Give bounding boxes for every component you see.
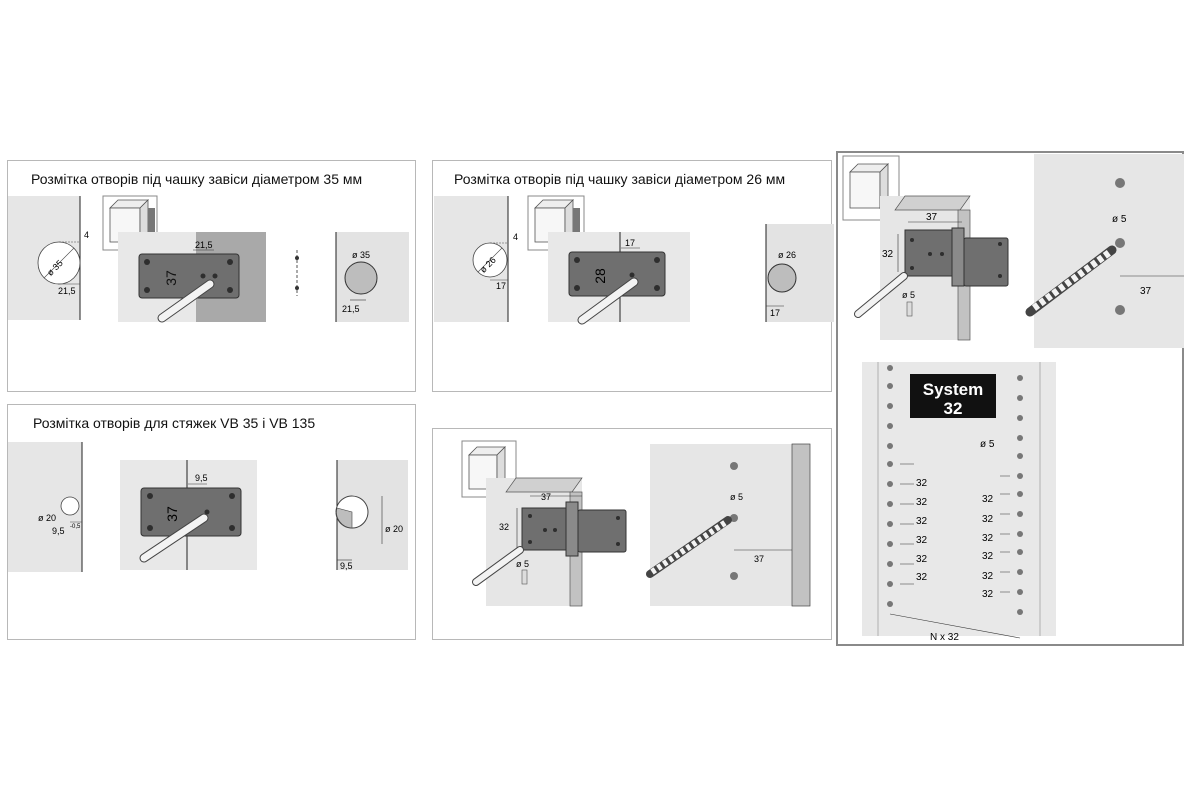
panel-hinge-26: Розмітка отворів під чашку завіси діамет… xyxy=(432,160,832,392)
panel-vb-connectors: Розмітка отворів для стяжек VB 35 і VB 1… xyxy=(7,404,416,640)
panel-hinge-35: Розмітка отворів під чашку завіси діамет… xyxy=(7,160,416,392)
panel-system-32 xyxy=(836,151,1184,646)
panel-title: Розмітка отворів для стяжек VB 35 і VB 1… xyxy=(33,415,316,431)
panel-title: Розмітка отворів під чашку завіси діамет… xyxy=(31,171,363,187)
panel-title: Розмітка отворів під чашку завіси діамет… xyxy=(454,171,786,187)
panel-shelf-holes xyxy=(432,428,832,640)
